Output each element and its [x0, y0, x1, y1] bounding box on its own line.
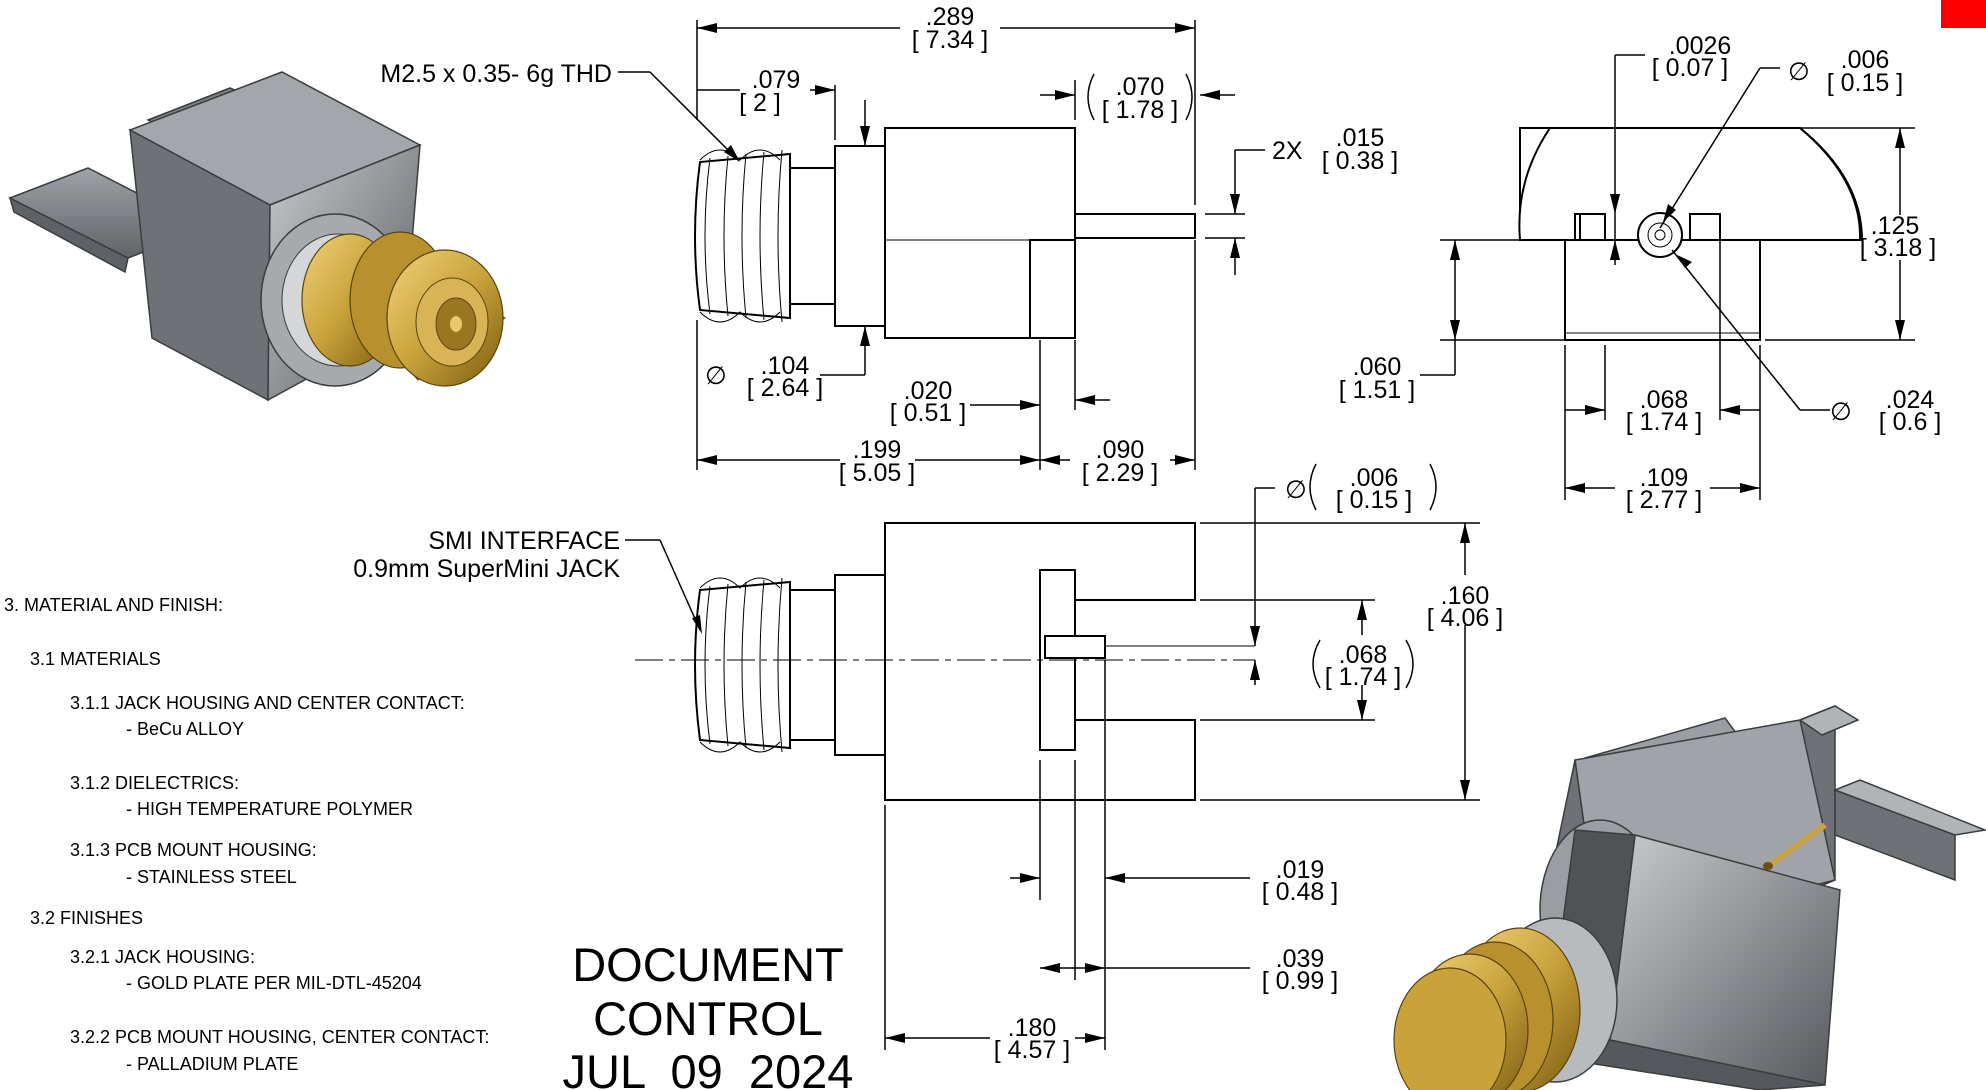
- dim-006b-mm: [ 0.15 ]: [1336, 486, 1412, 514]
- dim-090-mm: [ 2.29 ]: [1082, 459, 1158, 487]
- dim-006a-mm: [ 0.15 ]: [1827, 69, 1903, 97]
- side-view: [694, 127, 1196, 339]
- interface-callout-line2: 0.9mm SuperMini JACK: [353, 555, 620, 583]
- notes-f2: 3.2.2 PCB MOUNT HOUSING, CENTER CONTACT:: [70, 1027, 489, 1047]
- stamp-line3: JUL 09 2024: [563, 1045, 854, 1090]
- dim-015-mm: [ 0.38 ]: [1322, 147, 1398, 175]
- notes-m1-value: - BeCu ALLOY: [126, 719, 244, 739]
- dim-039-mm: [ 0.99 ]: [1262, 967, 1338, 995]
- dim-079-inch: .079: [752, 66, 801, 94]
- notes-m2-value: - HIGH TEMPERATURE POLYMER: [126, 799, 413, 819]
- corner-marker: [1941, 0, 1986, 28]
- notes-m3-value: - STAINLESS STEEL: [126, 867, 297, 887]
- dim-289-mm: [ 7.34 ]: [912, 26, 988, 54]
- dim-180-mm: [ 4.57 ]: [994, 1036, 1070, 1064]
- dimension-labels: .289 [ 7.34 ] .079 [ 2 ] .070 [ 1.78 ] 2…: [705, 3, 1941, 1064]
- notes-f2-value: - PALLADIUM PLATE: [126, 1054, 298, 1074]
- notes-finishes: 3.2 FINISHES: [30, 908, 143, 928]
- dim-079-mm: [ 2 ]: [739, 89, 781, 117]
- callouts: M2.5 x 0.35- 6g THD SMI INTERFACE 0.9mm …: [353, 60, 620, 583]
- dim-019-inch: .019: [1276, 856, 1325, 884]
- dim-015-inch: .015: [1336, 124, 1385, 152]
- dim-068a-mm: [ 1.74 ]: [1626, 408, 1702, 436]
- material-notes: 3. MATERIAL AND FINISH: 3.1 MATERIALS 3.…: [4, 595, 489, 1074]
- dim-125-mm: [ 3.18 ]: [1860, 234, 1936, 262]
- iso-view-bottom: [1393, 704, 1986, 1090]
- iso-view-top: [8, 71, 506, 402]
- stamp-line2: CONTROL: [593, 992, 823, 1045]
- notes-m3: 3.1.3 PCB MOUNT HOUSING:: [70, 840, 317, 860]
- dim-024-symbol: ∅: [1830, 398, 1852, 426]
- dim-015-prefix: 2X: [1272, 137, 1303, 165]
- dim-104-mm: [ 2.64 ]: [747, 374, 823, 402]
- dim-020-inch: .020: [904, 377, 953, 405]
- dim-0026-mm: [ 0.07 ]: [1652, 54, 1728, 82]
- dim-199-inch: .199: [853, 436, 902, 464]
- interface-callout-line1: SMI INTERFACE: [428, 527, 620, 555]
- dim-020-mm: [ 0.51 ]: [890, 399, 966, 427]
- dim-006a-inch: .006: [1841, 46, 1890, 74]
- dim-090-inch: .090: [1096, 436, 1145, 464]
- dim-070-mm: [ 1.78 ]: [1102, 96, 1178, 124]
- notes-materials: 3.1 MATERIALS: [30, 649, 161, 669]
- dim-068a-inch: .068: [1640, 386, 1689, 414]
- dim-160-inch: .160: [1441, 582, 1490, 610]
- dim-109-inch: .109: [1640, 464, 1689, 492]
- dim-068b-mm: [ 1.74 ]: [1325, 663, 1401, 691]
- dim-024-mm: [ 0.6 ]: [1879, 408, 1942, 436]
- dim-289-inch: .289: [926, 3, 975, 31]
- dim-0026-inch: .0026: [1669, 32, 1732, 60]
- dim-039-inch: .039: [1276, 945, 1325, 973]
- notes-f1: 3.2.1 JACK HOUSING:: [70, 947, 255, 967]
- dim-104-symbol: ∅: [705, 362, 727, 390]
- dim-006b-symbol: ∅: [1285, 476, 1307, 504]
- dim-125-inch: .125: [1871, 212, 1920, 240]
- dim-068b-inch: .068: [1339, 641, 1388, 669]
- dim-024-inch: .024: [1886, 386, 1935, 414]
- notes-heading: 3. MATERIAL AND FINISH:: [4, 595, 223, 615]
- dim-180-inch: .180: [1008, 1014, 1057, 1042]
- reference-brackets: [1087, 73, 1437, 689]
- notes-m2: 3.1.2 DIELECTRICS:: [70, 773, 239, 793]
- dim-199-mm: [ 5.05 ]: [839, 459, 915, 487]
- stamp-line1: DOCUMENT: [572, 938, 844, 991]
- dim-006a-symbol: ∅: [1788, 58, 1810, 86]
- dim-160-mm: [ 4.06 ]: [1427, 604, 1503, 632]
- front-view: [1518, 126, 1864, 341]
- dim-070-inch: .070: [1116, 73, 1165, 101]
- bottom-view: [635, 522, 1255, 801]
- document-control-stamp: DOCUMENT CONTROL JUL 09 2024: [563, 938, 854, 1090]
- dimension-lines: [618, 20, 1915, 1050]
- dim-104-inch: .104: [761, 352, 810, 380]
- dim-109-mm: [ 2.77 ]: [1626, 486, 1702, 514]
- dim-060-mm: [ 1.51 ]: [1339, 376, 1415, 404]
- thread-callout: M2.5 x 0.35- 6g THD: [380, 60, 612, 88]
- dim-019-mm: [ 0.48 ]: [1262, 878, 1338, 906]
- notes-m1: 3.1.1 JACK HOUSING AND CENTER CONTACT:: [70, 693, 465, 713]
- dim-060-inch: .060: [1353, 353, 1402, 381]
- dim-006b-inch: .006: [1350, 464, 1399, 492]
- notes-f1-value: - GOLD PLATE PER MIL-DTL-45204: [126, 973, 422, 993]
